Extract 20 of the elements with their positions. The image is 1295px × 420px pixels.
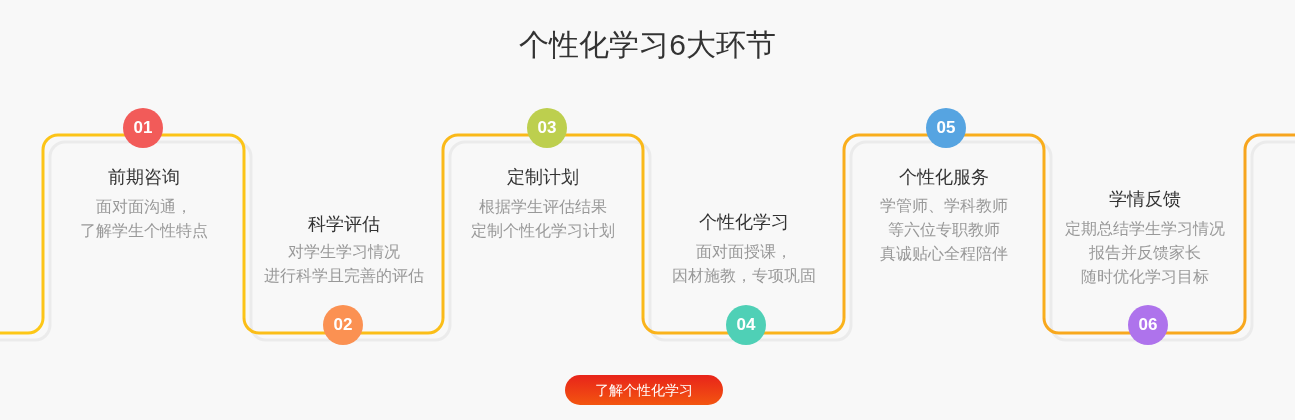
step-title: 前期咨询 xyxy=(107,166,180,189)
step-description: 根据学生评估结果定制个性化学习计划 xyxy=(471,197,615,241)
step-panel xyxy=(441,133,652,326)
step-description: 面对面授课，因材施教，专项巩固 xyxy=(671,242,816,286)
step-title: 定制计划 xyxy=(507,166,579,189)
step-panel xyxy=(41,133,253,326)
step-title: 学情反馈 xyxy=(1108,188,1181,211)
step-description: 对学生学习情况进行科学且完善的评估 xyxy=(263,242,424,286)
step-title: 科学评估 xyxy=(307,213,380,236)
step-title: 个性化学习 xyxy=(698,211,789,234)
step-title: 个性化服务 xyxy=(899,166,989,189)
page-title: 个性化学习6大环节 xyxy=(519,27,776,63)
learn-more-button: 了解个性化学习 xyxy=(565,375,723,405)
step-panel xyxy=(842,133,1053,326)
number-circle: 01 xyxy=(123,108,163,148)
step-description: 定期总结学生学习情况报告并反馈家长随时优化学习目标 xyxy=(1064,219,1225,287)
step-description: 学管师、学科教师等六位专职教师真诚贴心全程陪伴 xyxy=(880,196,1008,264)
number-circle: 05 xyxy=(926,108,966,148)
step-description: 面对面沟通，了解学生个性特点 xyxy=(79,197,208,241)
number-circle: 03 xyxy=(527,108,567,148)
